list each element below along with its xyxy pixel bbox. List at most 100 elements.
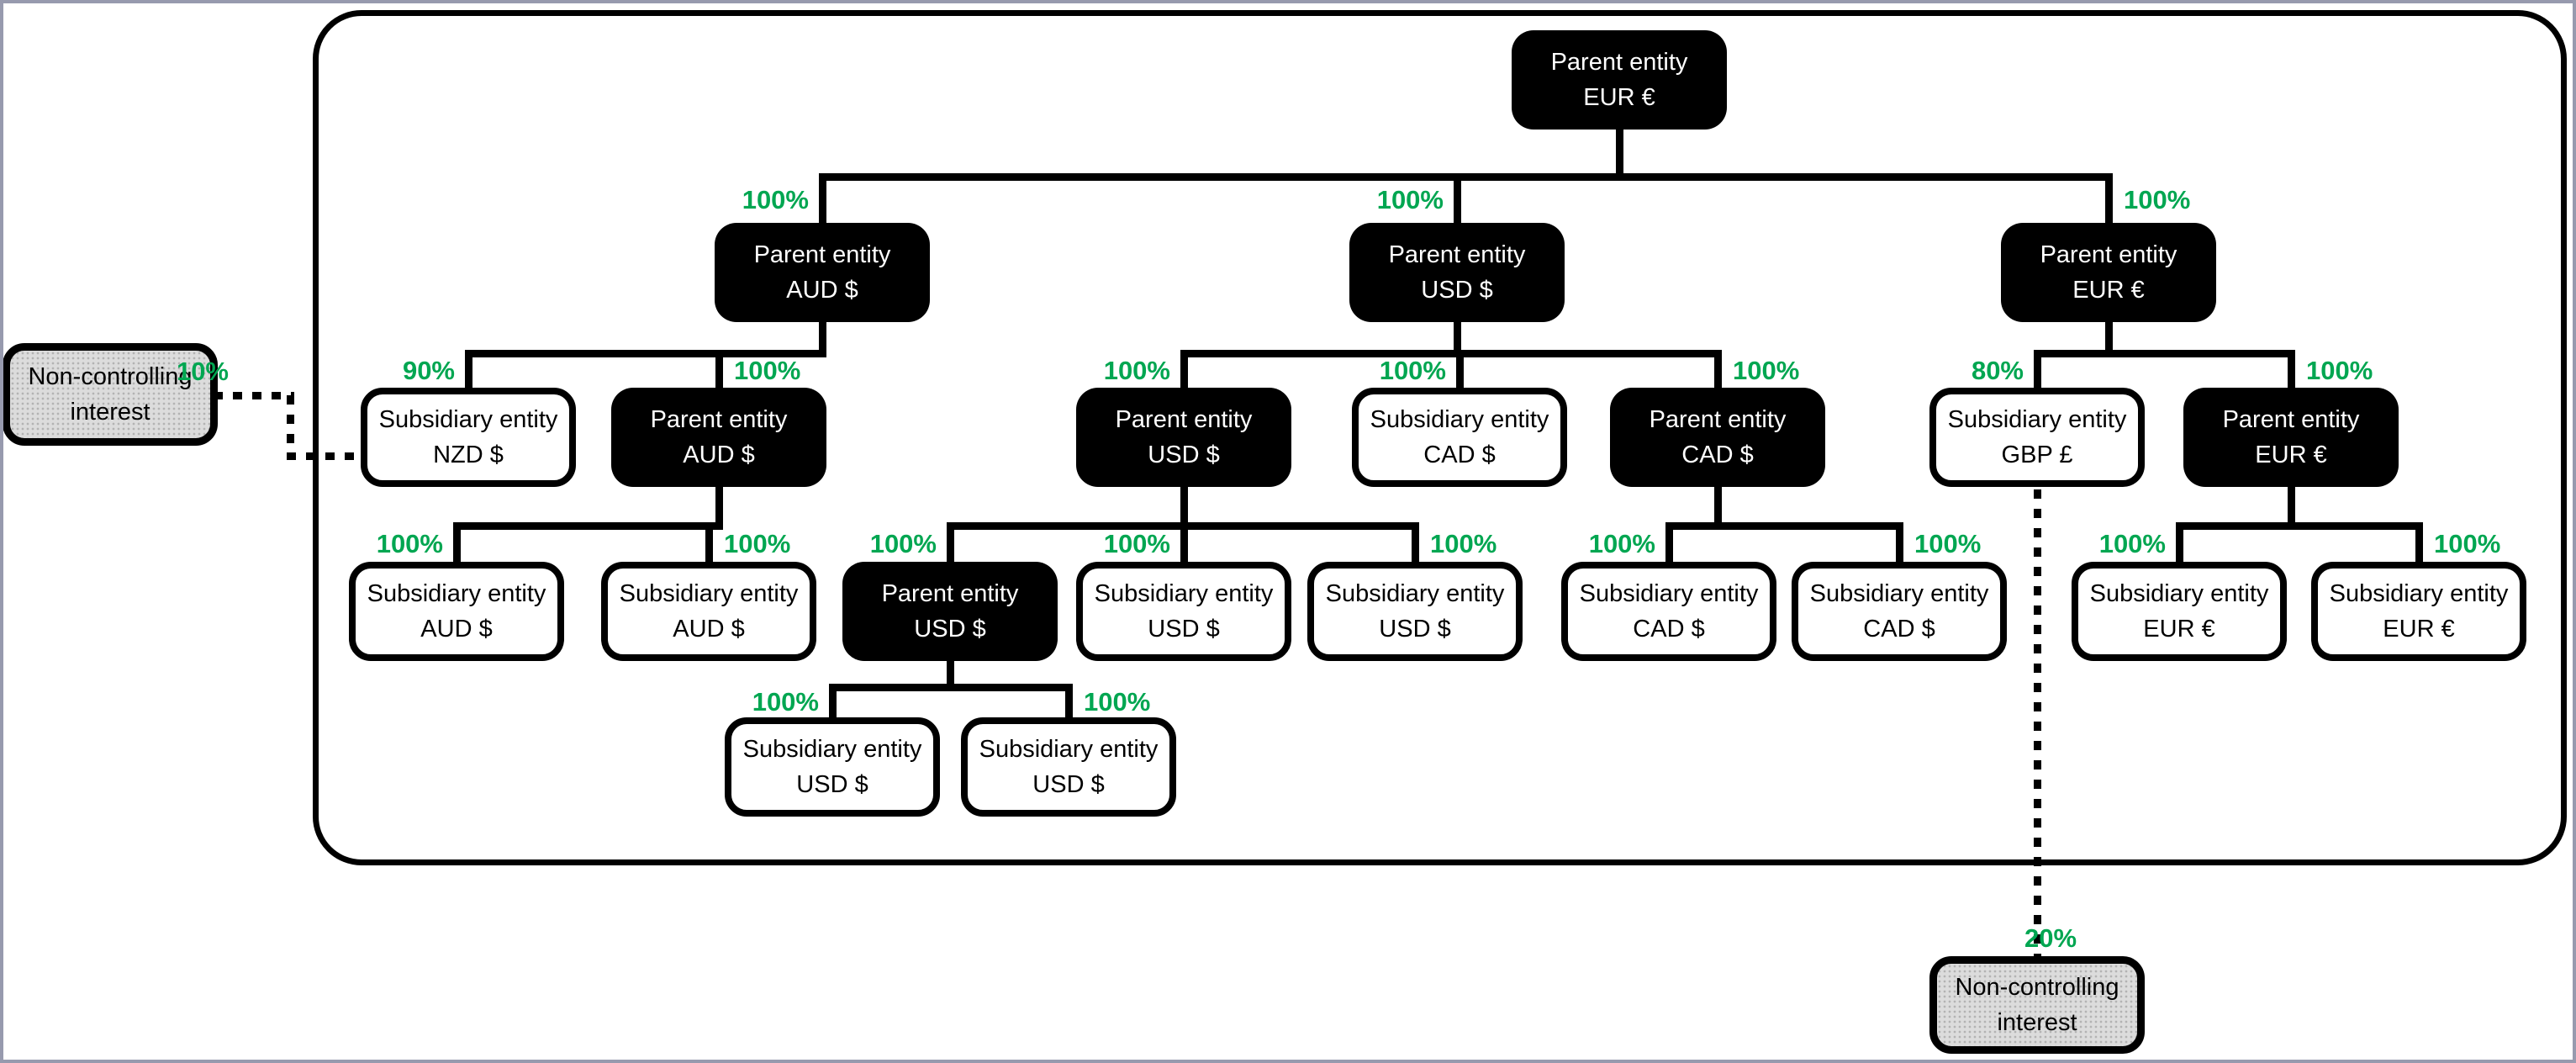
connector-line bbox=[1895, 526, 1903, 562]
ownership-percentage-label: 100% bbox=[752, 687, 819, 717]
connector-line bbox=[828, 687, 837, 717]
entity-currency: interest bbox=[1997, 1009, 2077, 1036]
ownership-percentage-label: 100% bbox=[1430, 528, 1497, 558]
connector-line bbox=[946, 661, 954, 691]
entity-currency: AUD $ bbox=[786, 277, 858, 304]
entity-currency: USD $ bbox=[1148, 442, 1220, 468]
entity-currency: CAD $ bbox=[1423, 442, 1496, 468]
entity-title: Subsidiary entity bbox=[619, 580, 799, 607]
entity-title: Subsidiary entity bbox=[1947, 406, 2127, 433]
connector-line bbox=[1411, 526, 1419, 562]
connector-line bbox=[452, 526, 461, 562]
connector-line bbox=[2104, 177, 2113, 223]
connector-line bbox=[2175, 521, 2423, 530]
ownership-percentage-label: 100% bbox=[869, 528, 937, 558]
connector-line bbox=[2287, 353, 2295, 388]
connector-line bbox=[1665, 526, 1673, 562]
ownership-percentage-label: 100% bbox=[2124, 184, 2191, 214]
entity-title: Subsidiary entity bbox=[1579, 580, 1759, 607]
ownership-percentage-label: 90% bbox=[402, 355, 455, 385]
connector-line bbox=[1453, 322, 1461, 357]
ownership-percentage-label: 100% bbox=[2434, 528, 2501, 558]
connector-line bbox=[1180, 487, 1188, 530]
entity-currency: CAD $ bbox=[1681, 442, 1754, 468]
connector-line bbox=[715, 487, 723, 530]
connector-line bbox=[1713, 487, 1722, 530]
entity-title: Subsidiary entity bbox=[367, 580, 546, 607]
entity-currency: EUR € bbox=[2255, 442, 2327, 468]
connector-line bbox=[705, 526, 713, 562]
ownership-percentage-label: 100% bbox=[1379, 355, 1446, 385]
entity-currency: GBP £ bbox=[2001, 442, 2073, 468]
ownership-percentage-label: 80% bbox=[1971, 355, 2024, 385]
connector-line bbox=[1615, 130, 1623, 181]
entity-title: Subsidiary entity bbox=[742, 736, 922, 763]
ownership-percentage-label: 100% bbox=[1103, 355, 1170, 385]
entity-title: Parent entity bbox=[1388, 241, 1526, 268]
entity-title: Subsidiary entity bbox=[1094, 580, 1274, 607]
connector-line bbox=[1180, 526, 1188, 562]
ownership-percentage-label: 100% bbox=[1733, 355, 1800, 385]
ownership-percentage-label: 100% bbox=[734, 355, 801, 385]
entity-currency: USD $ bbox=[1148, 616, 1220, 643]
entity-title: Subsidiary entity bbox=[1325, 580, 1505, 607]
entity-title: Subsidiary entity bbox=[2089, 580, 2269, 607]
entity-title: Subsidiary entity bbox=[2329, 580, 2509, 607]
ownership-percentage-label: 100% bbox=[376, 528, 443, 558]
entity-currency: EUR € bbox=[1583, 84, 1655, 111]
connector-line bbox=[1180, 349, 1722, 357]
entity-title: Parent entity bbox=[753, 241, 891, 268]
connector-line bbox=[1453, 177, 1461, 223]
entity-currency: USD $ bbox=[914, 616, 986, 643]
entity-title: Parent entity bbox=[2222, 406, 2360, 433]
entity-currency: USD $ bbox=[1379, 616, 1451, 643]
connector-line bbox=[1455, 353, 1464, 388]
entity-title: Subsidiary entity bbox=[1809, 580, 1989, 607]
connector-line bbox=[828, 683, 1073, 691]
entity-title: Parent entity bbox=[2040, 241, 2177, 268]
connector-line bbox=[2033, 349, 2295, 357]
entity-title: Subsidiary entity bbox=[1370, 406, 1549, 433]
entity-currency: NZD $ bbox=[433, 442, 504, 468]
entity-title: Subsidiary entity bbox=[979, 736, 1159, 763]
dotted-link-line bbox=[286, 395, 294, 456]
ownership-percentage-label: 100% bbox=[1103, 528, 1170, 558]
entity-title: Parent entity bbox=[1649, 406, 1787, 433]
dotted-link-line bbox=[286, 452, 365, 460]
entity-title: Non-controlling bbox=[1955, 974, 2119, 1001]
connector-line bbox=[2033, 353, 2041, 388]
entity-currency: AUD $ bbox=[420, 616, 493, 643]
entity-currency: CAD $ bbox=[1633, 616, 1705, 643]
nci-percentage-label: 10% bbox=[176, 357, 229, 386]
connector-line bbox=[1064, 687, 1073, 717]
group-boundary-box bbox=[313, 10, 2567, 865]
entity-currency: USD $ bbox=[1032, 771, 1105, 798]
entity-currency: EUR € bbox=[2383, 616, 2455, 643]
connector-line bbox=[715, 353, 723, 388]
ownership-percentage-label: 100% bbox=[1084, 687, 1151, 717]
entity-currency: AUD $ bbox=[683, 442, 755, 468]
ownership-percentage-label: 100% bbox=[1376, 184, 1444, 214]
nci-percentage-label: 20% bbox=[2024, 923, 2077, 953]
connector-line bbox=[464, 353, 472, 388]
connector-line bbox=[1713, 353, 1722, 388]
connector-line bbox=[452, 521, 723, 530]
entity-currency: CAD $ bbox=[1863, 616, 1935, 643]
ownership-percentage-label: 100% bbox=[2098, 528, 2166, 558]
dotted-link-line bbox=[2033, 489, 2041, 956]
